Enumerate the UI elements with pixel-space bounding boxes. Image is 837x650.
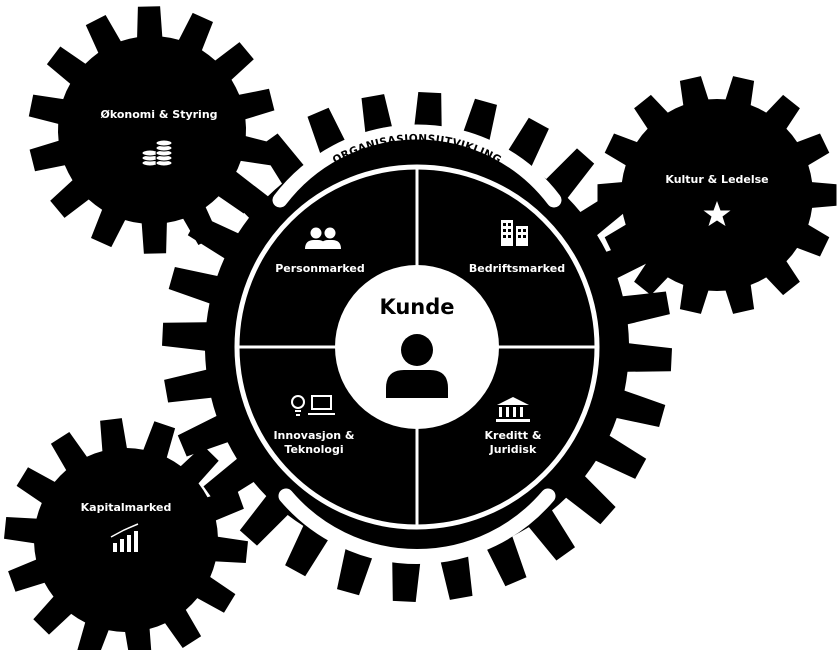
quadrant-personmarked-label: Personmarked — [275, 262, 365, 275]
office-building-icon — [501, 220, 528, 246]
quadrant-kreditt-label-line1: Kreditt & — [485, 429, 542, 442]
lightbulb-laptop-icon — [291, 395, 335, 416]
quadrant-innovasjon-label-line1: Innovasjon & — [273, 429, 354, 442]
kapital-label: Kapitalmarked — [81, 501, 172, 514]
top-arc-band — [272, 124, 562, 208]
coins-icon — [141, 139, 173, 167]
people-icon — [305, 227, 341, 249]
okonomi-gear — [28, 6, 276, 254]
kapital-gear — [4, 418, 248, 650]
okonomi-label: Økonomi & Styring — [100, 108, 217, 121]
star-icon — [703, 201, 731, 226]
center-label: Kunde — [379, 295, 454, 319]
person-icon — [386, 334, 448, 398]
kultur-label: Kultur & Ledelse — [665, 173, 768, 186]
kultur-gear — [597, 76, 837, 314]
bank-icon — [496, 397, 530, 422]
quadrant-bedriftsmarked-label: Bedriftsmarked — [469, 262, 565, 275]
quadrant-kreditt-label-line2: Juridisk — [489, 443, 537, 456]
bottom-arc-band — [278, 488, 556, 565]
bar-chart-icon — [110, 523, 139, 552]
quadrant-innovasjon-label-line2: Teknologi — [284, 443, 343, 456]
